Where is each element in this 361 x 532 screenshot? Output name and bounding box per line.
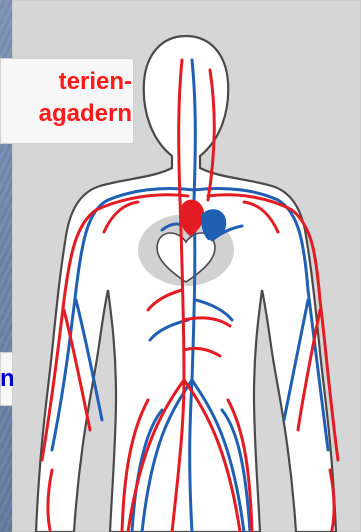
partial-label: n — [0, 367, 13, 391]
artery-vein-label: terien- agadern — [0, 66, 132, 130]
label-line-1: terien- — [0, 66, 132, 98]
label-line-2: agadern — [0, 98, 132, 130]
